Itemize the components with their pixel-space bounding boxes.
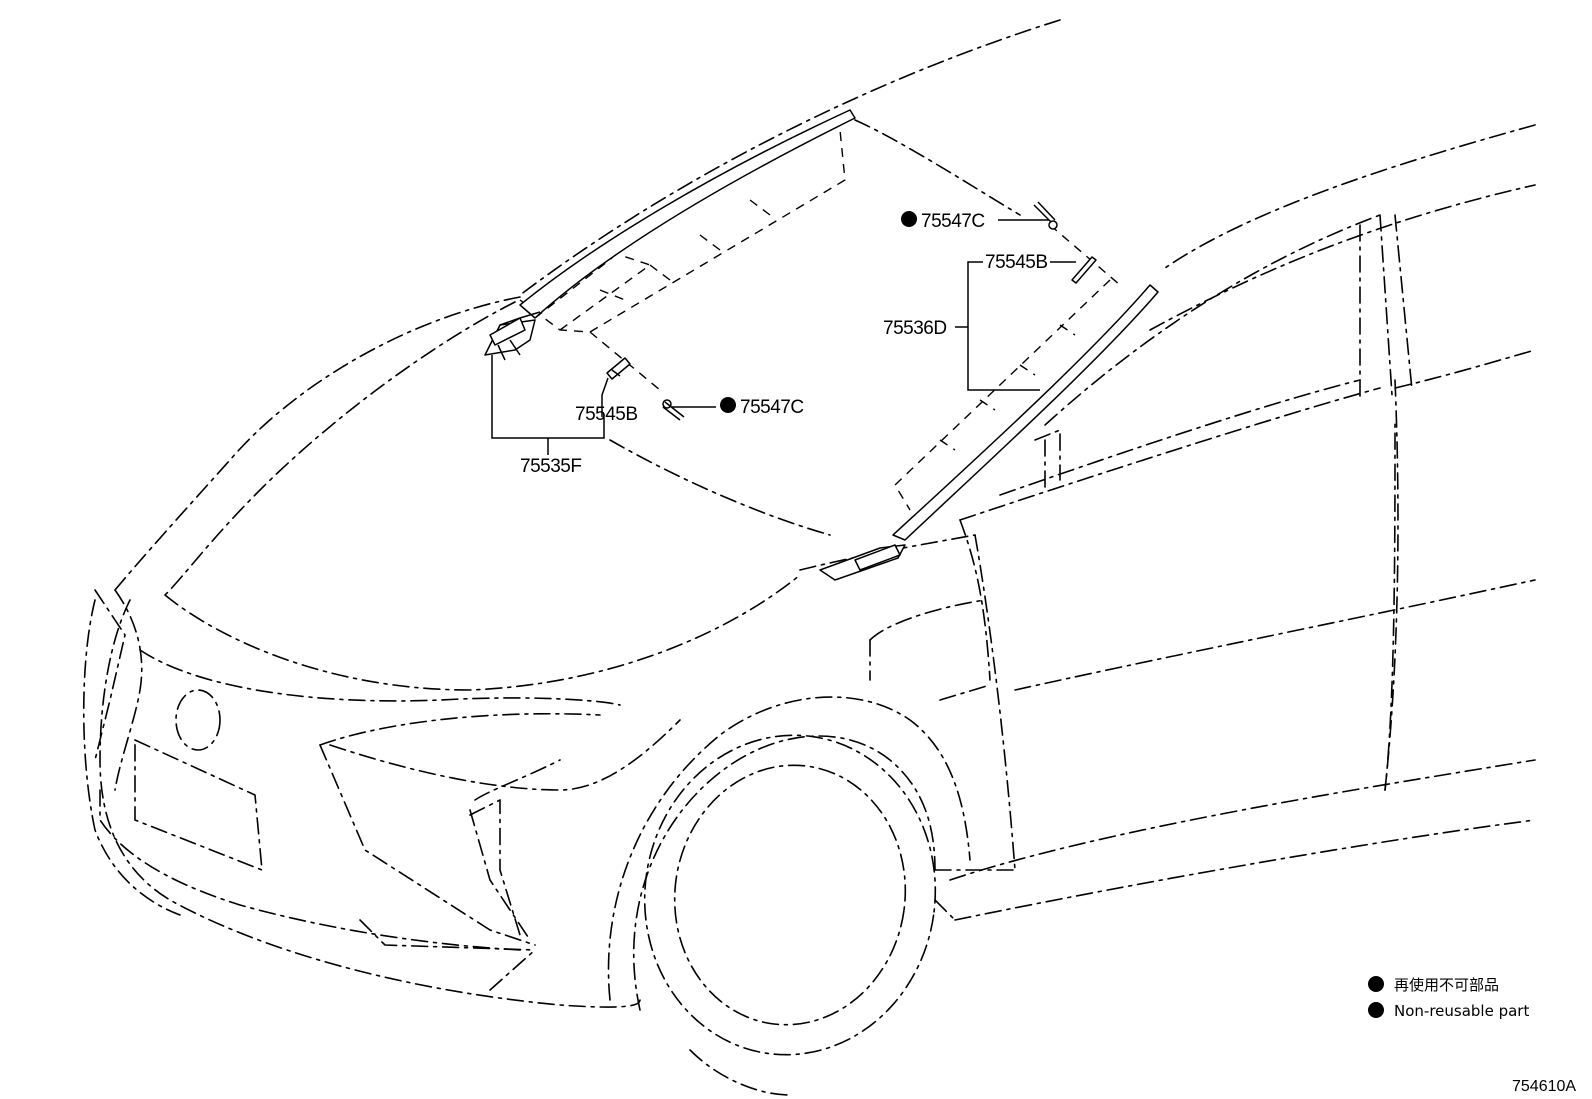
legend-marker-en: [1368, 1002, 1384, 1018]
callout-retainer-left[interactable]: 75545B: [575, 404, 638, 425]
legend-text-jp: 再使用不可部品: [1394, 976, 1499, 994]
callout-clip-left[interactable]: 75547C: [740, 397, 804, 418]
clip-right[interactable]: [1033, 201, 1058, 230]
windshield-glass-outline: [519, 129, 1121, 511]
legend-text-en: Non-reusable part: [1394, 1002, 1529, 1020]
non-reusable-marker-left: [720, 397, 736, 413]
clip-left[interactable]: [662, 399, 685, 421]
leader-lines: [491, 219, 1076, 455]
illustration-number: 754610A: [1512, 1078, 1576, 1095]
callout-moulding-left[interactable]: 75535F: [520, 456, 582, 477]
retainer-right[interactable]: [1071, 256, 1097, 284]
callout-clip-right[interactable]: 75547C: [921, 211, 985, 232]
callout-labels: 75547C 75545B 75535F 75547C 75545B 75536…: [520, 211, 1048, 477]
non-reusable-marker-right: [901, 211, 917, 227]
callout-retainer-right[interactable]: 75545B: [985, 252, 1048, 273]
vehicle-outline: [82, 19, 1536, 1096]
legend: 再使用不可部品 Non-reusable part: [1368, 976, 1529, 1020]
windshield-moulding-left[interactable]: [484, 109, 856, 361]
legend-marker-jp: [1368, 976, 1384, 992]
windshield-moulding-right[interactable]: [819, 284, 1159, 581]
callout-moulding-right[interactable]: 75536D: [883, 318, 947, 339]
retainer-left[interactable]: [606, 357, 631, 380]
